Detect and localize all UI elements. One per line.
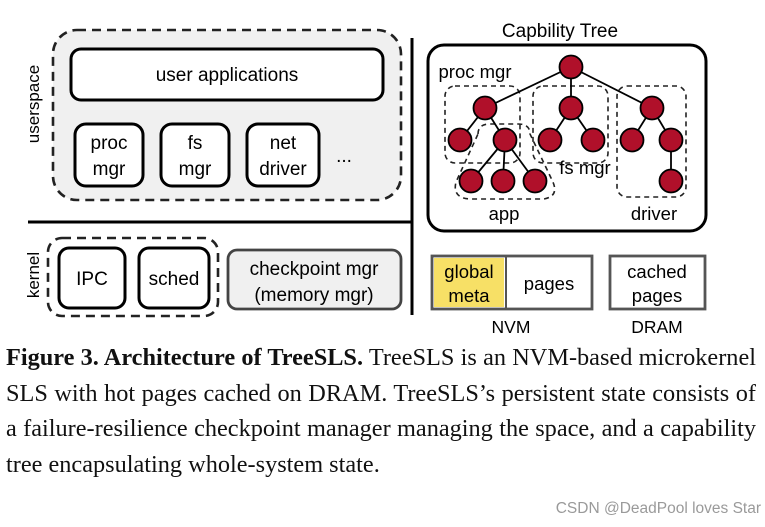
tree-node: [558, 95, 584, 121]
watermark: CSDN @DeadPool loves Star: [555, 500, 761, 517]
tree-node: [522, 168, 548, 194]
sched-label: sched: [149, 269, 200, 290]
sched-box: [137, 246, 211, 310]
tree-node: [472, 95, 498, 121]
tree-node: [492, 127, 518, 153]
dram-box: [608, 254, 707, 311]
tree-node: [658, 127, 684, 153]
nvm-box: [430, 254, 594, 311]
app-group-outline: [454, 123, 556, 200]
fs-mgr-line2: mgr: [179, 159, 212, 180]
tree-edge: [570, 66, 653, 109]
proc-mgr-line2: mgr: [93, 159, 126, 180]
user-applications-label: user applications: [156, 65, 299, 86]
checkpoint-mgr-box: [226, 248, 403, 311]
figure-caption: Figure 3. Architecture of TreeSLS. TreeS…: [6, 340, 756, 482]
capability-tree-title: Capbility Tree: [502, 21, 618, 42]
tree-nodes: [447, 54, 684, 194]
userspace-label: userspace: [24, 65, 43, 143]
figure-caption-text: TreeSLS is an NVM-based microkernel SLS …: [6, 344, 756, 478]
tree-node: [580, 127, 606, 153]
tree-node: [537, 127, 563, 153]
fs-mgr-group-label: fs mgr: [559, 157, 610, 178]
ipc-label: IPC: [76, 269, 108, 290]
proc-mgr-box: [73, 122, 145, 188]
tree-edge: [484, 66, 572, 109]
app-group-label: app: [489, 203, 520, 224]
proc-mgr-line1: proc: [91, 133, 128, 154]
figure-label: Figure 3. Architecture of TreeSLS.: [6, 344, 364, 371]
nvm-pages-label: pages: [524, 273, 574, 294]
user-applications-box: [69, 47, 385, 102]
dram-label: DRAM: [631, 317, 683, 337]
global-label: global: [444, 261, 493, 282]
kernel-label: kernel: [24, 252, 43, 298]
checkpoint-mgr-line2: (memory mgr): [254, 285, 373, 306]
fs-mgr-box: [159, 122, 231, 188]
fs-mgr-line1: fs: [188, 133, 203, 154]
tree-node: [639, 95, 665, 121]
more-services-ellipsis: ...: [336, 146, 352, 167]
meta-label: meta: [448, 285, 490, 306]
tree-node: [458, 168, 484, 194]
driver-group-outline: [616, 85, 687, 198]
net-driver-line2: driver: [259, 159, 307, 180]
checkpoint-mgr-line1: checkpoint mgr: [250, 259, 380, 280]
net-driver-box: [245, 122, 321, 188]
net-driver-line1: net: [270, 133, 297, 154]
driver-group-label: driver: [631, 203, 677, 224]
architecture-diagram: userspace kernel user applications proc …: [24, 21, 708, 337]
cached-pages-label: pages: [632, 285, 682, 306]
ipc-box: [57, 246, 127, 310]
tree-node: [447, 127, 473, 153]
tree-node: [658, 168, 684, 194]
nvm-label: NVM: [492, 317, 531, 337]
cached-label: cached: [627, 261, 687, 282]
tree-node-root: [558, 54, 584, 80]
proc-mgr-group-label: proc mgr: [439, 61, 512, 82]
global-meta-highlight: [434, 258, 504, 307]
tree-node: [490, 168, 516, 194]
tree-node: [619, 127, 645, 153]
